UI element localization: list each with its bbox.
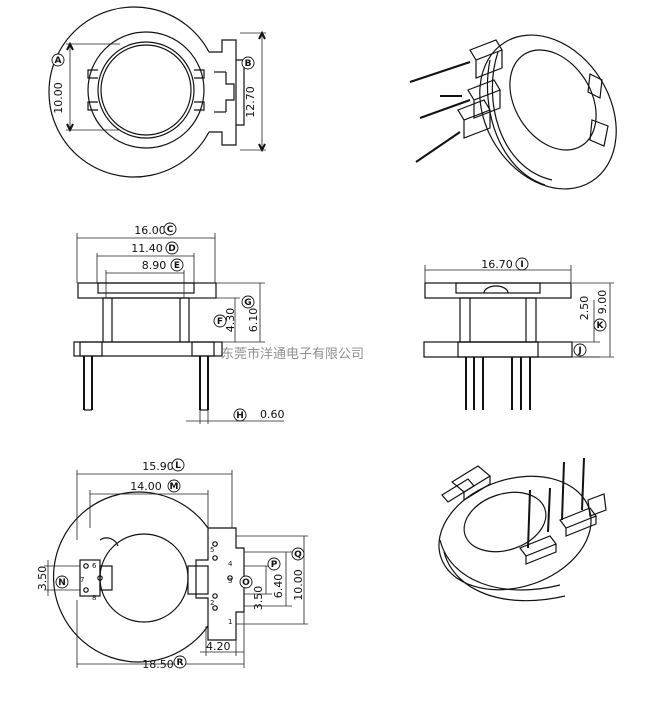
dim-marker-f	[213, 314, 227, 328]
dim-marker-l	[171, 458, 185, 472]
dim-marker-e	[170, 258, 184, 272]
dim-value-m: 14.00	[130, 480, 162, 493]
dim-value-j: 2.50	[578, 296, 591, 321]
dim-marker-a	[51, 53, 65, 67]
dim-value-c: 16.00	[134, 224, 166, 237]
dim-id-l: L	[175, 461, 181, 471]
company-watermark: 东莞市洋通电子有限公司	[221, 346, 364, 362]
dim-marker-c	[163, 222, 177, 236]
dim-id-a: A	[55, 56, 62, 66]
dim-value-e: 8.90	[142, 259, 167, 272]
dim-id-i: I	[520, 260, 523, 270]
dim-value-o: 3.50	[252, 586, 265, 611]
dim-value-q: 10.00	[292, 569, 305, 601]
dim-id-p: P	[271, 560, 278, 570]
dim-marker-p	[267, 557, 281, 571]
pin-label-8: 8	[92, 594, 96, 602]
dim-value-k: 9.00	[596, 290, 609, 315]
dim-value-s: 4.20	[206, 640, 231, 653]
dim-value-i: 16.70	[481, 258, 513, 271]
dim-marker-m	[167, 479, 181, 493]
dim-marker-h	[233, 408, 247, 422]
dim-marker-q	[291, 547, 305, 561]
dim-id-c: C	[167, 225, 174, 235]
right-side-view: 16.70 I 2.50 J 9.00 K	[423, 257, 614, 410]
isometric-view-top	[409, 34, 617, 190]
dim-id-j: J	[577, 346, 581, 356]
dim-id-e: E	[174, 261, 180, 271]
dim-value-d: 11.40	[131, 242, 163, 255]
dim-marker-g	[241, 295, 255, 309]
dim-value-l: 15.90	[142, 460, 174, 473]
dim-value-a: 10.00	[52, 82, 65, 114]
bottom-view: 5 4 3 2 1 6 7 8 15.90 L 14.00 M 3.50 N 3…	[36, 458, 308, 671]
dim-marker-r	[173, 655, 187, 669]
pin-label-3: 3	[228, 577, 232, 585]
dim-value-f: 4.30	[224, 308, 237, 333]
dim-id-f: F	[217, 317, 223, 327]
dim-id-r: R	[177, 658, 184, 668]
dim-value-h: 0.60	[260, 408, 285, 421]
pin-label-7: 7	[80, 576, 84, 584]
pin-label-5: 5	[210, 546, 214, 554]
dim-id-o: O	[242, 578, 250, 588]
dim-id-h: H	[236, 411, 244, 421]
pin-label-1: 1	[228, 618, 232, 626]
pin-label-2: 2	[210, 599, 214, 607]
dim-value-r: 18.50	[142, 658, 174, 671]
dim-marker-i	[515, 257, 529, 271]
dim-id-q: Q	[294, 550, 302, 560]
dim-marker-b	[241, 56, 255, 70]
dim-value-p: 6.40	[272, 574, 285, 599]
dim-value-b: 12.70	[244, 86, 257, 118]
pin-label-6: 6	[92, 562, 97, 570]
dim-id-n: N	[58, 578, 66, 588]
dim-id-m: M	[170, 482, 179, 492]
dim-id-k: K	[597, 321, 605, 331]
dim-value-n: 3.50	[36, 566, 49, 591]
dim-marker-k	[593, 318, 607, 332]
pin-label-4: 4	[228, 560, 233, 568]
dim-value-g: 6.10	[247, 308, 260, 333]
top-view: A 10.00 B 12.70	[48, 6, 266, 178]
dim-marker-d	[165, 241, 179, 255]
dim-marker-o	[239, 575, 253, 589]
dim-id-b: B	[245, 59, 252, 69]
dim-id-g: G	[244, 298, 251, 308]
dim-marker-n	[55, 575, 69, 589]
front-side-view: 16.00 C 11.40 D 8.90 E 4.30 F 6.10 G	[73, 222, 285, 424]
dim-marker-j	[573, 343, 587, 357]
dim-id-d: D	[168, 244, 175, 254]
isometric-view-bottom	[438, 457, 607, 602]
